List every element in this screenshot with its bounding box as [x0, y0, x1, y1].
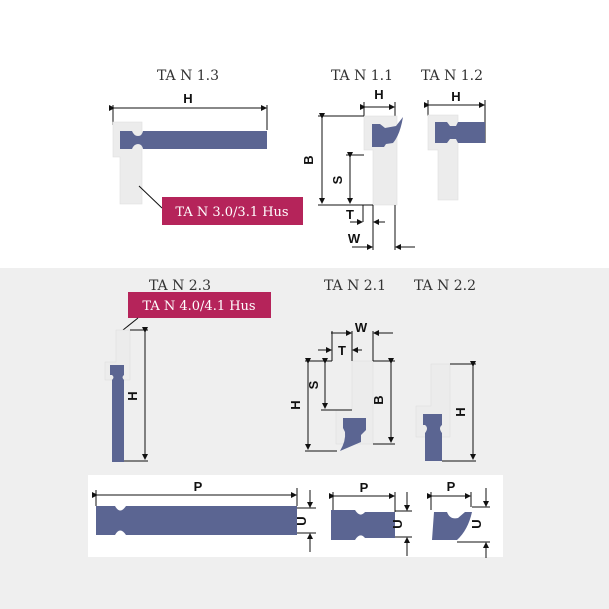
dim-b: B: [371, 395, 386, 404]
housing-tag: [162, 197, 303, 225]
blade-long: P U: [92, 479, 316, 552]
dim-u: U: [390, 519, 405, 528]
tan-2-2-label: TA N 2.2: [414, 278, 476, 294]
blade-short: P U: [427, 479, 490, 558]
blade: [96, 506, 297, 535]
blade: [340, 418, 366, 451]
dim-t: T: [346, 207, 354, 222]
tan-1-2-label: TA N 1.2: [421, 68, 483, 84]
dim-p: P: [447, 479, 456, 494]
tan-2-2-figure: TA N 2.2 H: [414, 278, 476, 462]
blade: [423, 414, 442, 461]
tan-2-1-label: TA N 2.1: [324, 278, 386, 294]
blade-medium: P U: [329, 480, 412, 556]
tan-1-1-label: TA N 1.1: [331, 68, 393, 84]
blade: [120, 131, 267, 149]
housing-tag: [128, 292, 271, 318]
dim-w: W: [348, 231, 361, 246]
housing-tag-label: TA N 3.0/3.1 Hus: [175, 205, 288, 220]
blade: [432, 512, 472, 540]
bottom-section-background: [0, 268, 609, 609]
tan-2-3-figure: TA N 2.3 TA N 4.0/4.1 Hus H: [104, 278, 271, 462]
dim-b: B: [301, 155, 316, 164]
dim-p: P: [360, 480, 369, 495]
blade: [372, 117, 403, 147]
dim-h: H: [183, 91, 192, 106]
blade: [435, 122, 485, 143]
dim-h: H: [453, 407, 468, 416]
tan-1-2-figure: TA N 1.2 H: [421, 68, 486, 201]
dim-p: P: [194, 479, 203, 494]
blade: [331, 510, 395, 540]
dim-u: U: [294, 516, 309, 525]
tan-1-1-figure: TA N 1.1 H B S T W: [301, 68, 415, 250]
dim-h: H: [374, 87, 383, 102]
dim-t: T: [338, 343, 346, 358]
dim-h: H: [125, 391, 140, 400]
dim-h: H: [288, 400, 303, 409]
dim-h: H: [451, 89, 460, 104]
dim-s: S: [306, 380, 321, 389]
blade: [110, 365, 124, 462]
tan-2-1-figure: TA N 2.1 H S B T W: [288, 278, 395, 452]
housing-tag-label: TA N 4.0/4.1 Hus: [142, 299, 255, 314]
tan-2-3-label: TA N 2.3: [149, 278, 211, 294]
tan-1-3-label: TA N 1.3: [157, 68, 219, 84]
tan-1-3-figure: TA N 1.3 H TA N 3.0/3.1 Hus: [109, 68, 303, 225]
dim-s: S: [330, 175, 345, 184]
dim-w: W: [355, 320, 368, 335]
dim-u: U: [469, 519, 484, 528]
